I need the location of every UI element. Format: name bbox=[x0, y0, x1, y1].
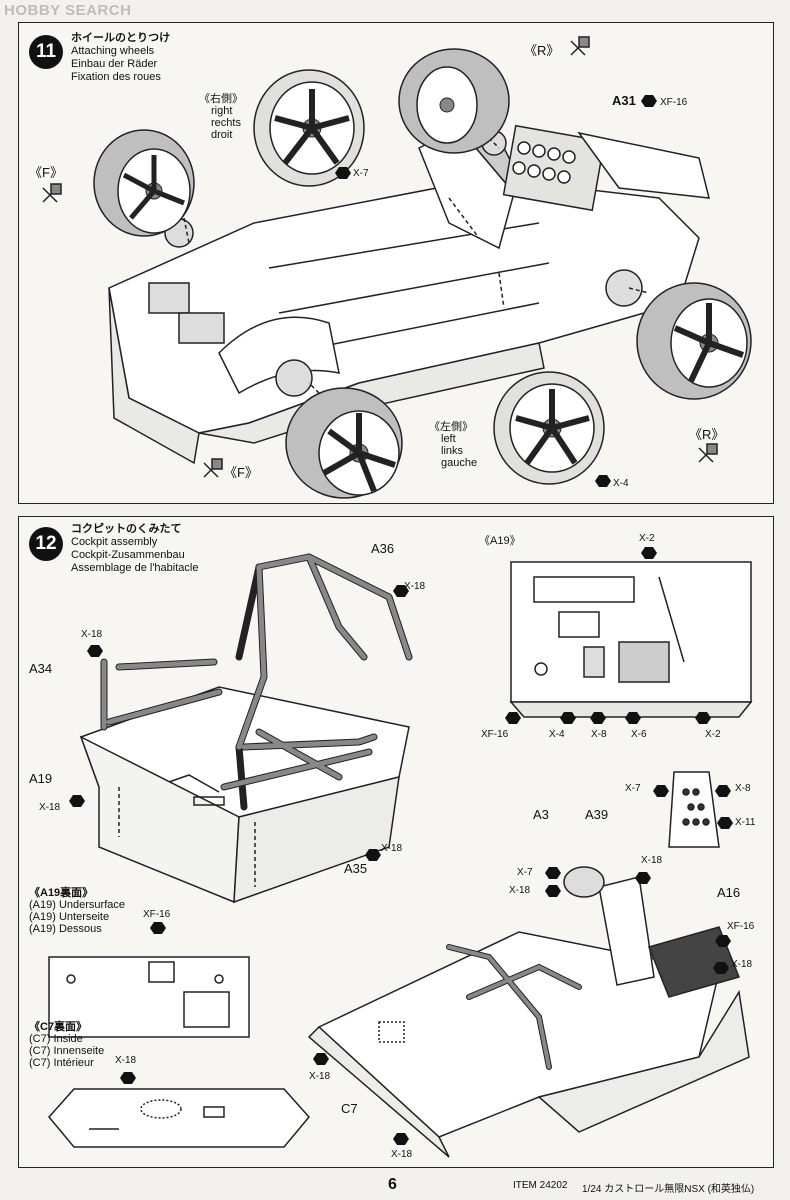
wheel-right-top-loose bbox=[253, 69, 365, 187]
label-x18-e: X-18 bbox=[641, 855, 663, 866]
label-a16: A16 bbox=[717, 885, 741, 900]
step-12-title: コクピットのくみたて Cockpit assembly Cockpit-Zusa… bbox=[71, 523, 198, 575]
left-side-en: left bbox=[441, 433, 456, 445]
label-a19: A19 bbox=[29, 771, 53, 786]
label-x18-c: X-18 bbox=[39, 802, 61, 813]
left-side-jp: 《左側》 bbox=[429, 421, 473, 433]
right-side-de: rechts bbox=[211, 117, 241, 129]
a19-underside-caption: 《A19裏面》 (A19) Undersurface (A19) Unterse… bbox=[29, 887, 125, 935]
label-a35: A35 bbox=[344, 861, 368, 876]
label-f-bottom: 《F》 bbox=[224, 465, 258, 480]
label-xf16-a: XF-16 bbox=[481, 729, 509, 740]
label-a34: A34 bbox=[29, 661, 53, 676]
wheel-left-loose bbox=[493, 371, 605, 485]
cockpit-drawing bbox=[48, 547, 753, 1158]
label-x18-d: X-18 bbox=[381, 843, 403, 854]
label-xf16: XF-16 bbox=[660, 97, 688, 108]
label-x11: X-11 bbox=[735, 817, 756, 828]
page-number: 6 bbox=[388, 1176, 397, 1193]
step-11-title: ホイールのとりつけ Attaching wheels Einbau der Rä… bbox=[71, 32, 170, 84]
right-side-fr: droit bbox=[211, 129, 233, 141]
label-x7: X-7 bbox=[353, 168, 369, 179]
c7-underside-de: (C7) Innenseite bbox=[29, 1045, 105, 1057]
label-r-top: 《R》 bbox=[524, 43, 560, 58]
label-f-top: 《F》 bbox=[29, 165, 63, 180]
wheel-front-left-top bbox=[93, 129, 195, 237]
label-a31: A31 bbox=[612, 93, 636, 108]
label-xf16-b: XF-16 bbox=[727, 921, 755, 932]
label-x8-b: X-8 bbox=[735, 783, 751, 794]
footer-product-name: 1/24 カストロール無限NSX (和英独仏) bbox=[582, 1184, 755, 1195]
step-12-title-jp: コクピットのくみたて bbox=[71, 523, 182, 535]
label-x18-b: X-18 bbox=[81, 629, 103, 640]
c7-underside-jp: 《C7裏面》 bbox=[29, 1021, 88, 1033]
label-x2-top: X-2 bbox=[639, 533, 655, 544]
c7-underside-caption: 《C7裏面》 (C7) Inside (C7) Innenseite (C7) … bbox=[29, 1021, 104, 1069]
a19-view-title: 《A19》 bbox=[479, 535, 521, 547]
left-side-caption: 《左側》 left links gauche bbox=[429, 421, 477, 469]
c7-underside-en: (C7) Inside bbox=[29, 1033, 83, 1045]
step-12-number: 12 bbox=[29, 527, 63, 561]
wheel-rear-right-bottom bbox=[636, 282, 752, 400]
chassis-drawing bbox=[42, 36, 752, 499]
right-side-caption: 《右側》 right rechts droit bbox=[199, 93, 243, 141]
step-11-title-jp: ホイールのとりつけ bbox=[71, 32, 171, 44]
label-x4: X-4 bbox=[613, 478, 629, 489]
footer-item-code: ITEM 24202 bbox=[513, 1180, 568, 1191]
step-12-title-fr: Assemblage de l'habitacle bbox=[71, 562, 199, 574]
label-x6: X-6 bbox=[631, 729, 647, 740]
label-x7-a: X-7 bbox=[625, 783, 641, 794]
label-a36: A36 bbox=[371, 541, 395, 556]
step-12-panel: 12 コクピットのくみたて Cockpit assembly Cockpit-Z… bbox=[18, 516, 774, 1168]
label-x18-h: X-18 bbox=[309, 1071, 331, 1082]
wheel-front-left-bottom bbox=[285, 387, 403, 499]
label-x18-i: X-18 bbox=[391, 1149, 413, 1160]
label-a39: A39 bbox=[585, 807, 609, 822]
step-11-number: 11 bbox=[29, 35, 63, 69]
right-side-en: right bbox=[211, 105, 233, 117]
label-x18-j: X-18 bbox=[115, 1055, 137, 1066]
step-11-title-de: Einbau der Räder bbox=[71, 58, 158, 70]
step-12-title-de: Cockpit-Zusammenbau bbox=[71, 549, 185, 561]
watermark: HOBBY SEARCH bbox=[4, 2, 132, 19]
wheel-rear-right-top bbox=[398, 48, 510, 154]
a19-underside-jp: 《A19裏面》 bbox=[29, 887, 94, 899]
label-x8: X-8 bbox=[591, 729, 607, 740]
step-11-title-fr: Fixation des roues bbox=[71, 71, 161, 83]
label-x2-bottom: X-2 bbox=[705, 729, 721, 740]
label-x18-g: X-18 bbox=[731, 959, 753, 970]
left-side-fr: gauche bbox=[441, 457, 478, 469]
step-11-title-en: Attaching wheels bbox=[71, 45, 155, 57]
a19-underside-en: (A19) Undersurface bbox=[29, 899, 125, 911]
label-xf16-c: XF-16 bbox=[143, 909, 171, 920]
label-x4: X-4 bbox=[549, 729, 565, 740]
step-11-panel: 11 ホイールのとりつけ Attaching wheels Einbau der… bbox=[18, 22, 774, 504]
right-side-jp: 《右側》 bbox=[199, 93, 243, 105]
c7-underside-fr: (C7) Intérieur bbox=[29, 1057, 94, 1069]
step-12-title-en: Cockpit assembly bbox=[71, 536, 158, 548]
a19-underside-fr: (A19) Dessous bbox=[29, 923, 102, 935]
a19-underside-de: (A19) Unterseite bbox=[29, 911, 110, 923]
label-r-bottom: 《R》 bbox=[689, 427, 725, 442]
label-x7-b: X-7 bbox=[517, 867, 533, 878]
left-side-de: links bbox=[441, 445, 464, 457]
label-x18-a: X-18 bbox=[404, 581, 426, 592]
label-c7: C7 bbox=[341, 1101, 358, 1116]
label-a3: A3 bbox=[533, 807, 549, 822]
label-x18-f: X-18 bbox=[509, 885, 531, 896]
